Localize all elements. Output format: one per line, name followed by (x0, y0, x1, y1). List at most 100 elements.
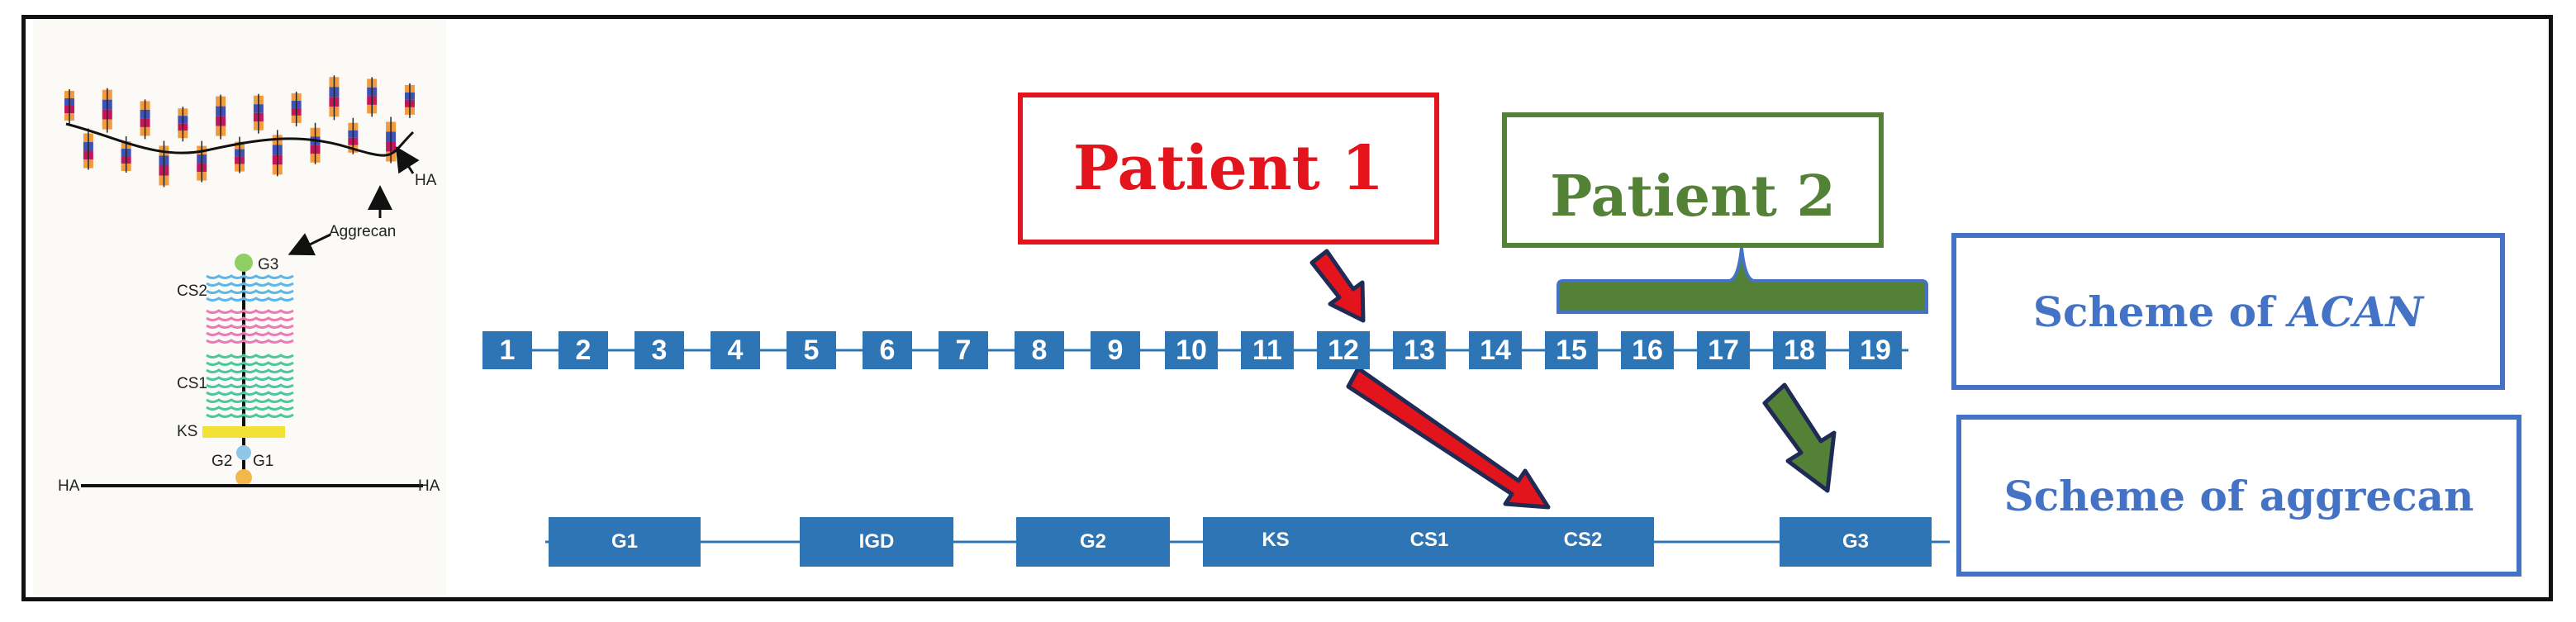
exon-box-18: 18 (1773, 331, 1826, 369)
aggregate-monomer (83, 128, 93, 170)
gag-chain (206, 413, 294, 418)
exon-box-7: 7 (939, 331, 988, 369)
patient2-domain-arrow (1762, 382, 1837, 493)
domain-cs1-label: CS1 (1409, 529, 1449, 551)
ha-left-label: HA (58, 477, 80, 495)
exon-box-11: 11 (1241, 331, 1294, 369)
gag-chain (206, 361, 294, 366)
gag-chain (206, 383, 294, 388)
ha-right-label: HA (418, 477, 440, 495)
exon-box-16: 16 (1621, 331, 1674, 369)
exon-label: 11 (1252, 334, 1282, 366)
ks-label: KS (177, 423, 197, 440)
scheme-aggrecan-label: Scheme of aggrecan (2003, 471, 2474, 520)
exon-label: 10 (1176, 334, 1207, 366)
exon-box-6: 6 (863, 331, 912, 369)
domain-igd: IGD (800, 517, 953, 567)
gag-chain (206, 282, 294, 287)
aggregate-monomer (272, 130, 283, 177)
patient1-exon-arrow (1309, 249, 1366, 323)
domain-g3-label: G3 (1842, 530, 1869, 553)
patient-2-label: Patient 2 (1550, 164, 1836, 230)
exon-label: 6 (879, 334, 896, 366)
gag-chain (206, 324, 294, 329)
aggrecan-aggregate-illustration (64, 75, 415, 188)
exon-box-1: 1 (482, 331, 532, 369)
gag-chain (206, 398, 294, 403)
domain-ks-cs1-cs2 (1203, 517, 1654, 567)
exon-label: 2 (575, 334, 592, 366)
outer-frame (21, 15, 2553, 601)
aggregate-monomer (310, 122, 321, 164)
g2-domain-ball (236, 445, 251, 460)
gag-chain (206, 289, 294, 294)
cs2-label: CS2 (177, 283, 207, 300)
gag-chain (206, 406, 294, 411)
exon-label: 8 (1031, 334, 1048, 366)
exon-box-8: 8 (1015, 331, 1064, 369)
exon-box-4: 4 (711, 331, 760, 369)
exon-label: 5 (803, 334, 820, 366)
aggregate-monomer (329, 75, 340, 121)
patient2-bracket (1557, 247, 1928, 314)
aggregate-monomer (140, 99, 150, 140)
ha-pointer-arrow (395, 145, 420, 174)
exon-label: 4 (727, 334, 744, 366)
domain-g2-label: G2 (1079, 530, 1106, 553)
cs2-chains (206, 274, 294, 344)
exon-label: 3 (651, 334, 668, 366)
exon-box-17: 17 (1697, 331, 1750, 369)
exon-box-13: 13 (1393, 331, 1446, 369)
aggregate-monomer (178, 107, 188, 142)
aggregate-monomer (367, 77, 378, 117)
ha-backbone-curve (65, 122, 415, 157)
scheme-acan-box: Scheme of ACAN (1951, 233, 2505, 390)
exon-label: 17 (1708, 334, 1739, 366)
exon-label: 7 (955, 334, 972, 366)
exon-label: 16 (1632, 334, 1663, 366)
gag-chain (206, 354, 294, 358)
aggrecan-label: Aggrecan (329, 223, 396, 240)
domain-g2: G2 (1016, 517, 1170, 567)
exon-box-14: 14 (1469, 331, 1522, 369)
gag-chain (206, 274, 294, 279)
g3-label: G3 (258, 256, 278, 273)
cs1-label: CS1 (177, 375, 207, 392)
g1-label: G1 (253, 453, 273, 470)
aggregate-monomer (253, 93, 264, 134)
exon-label: 19 (1860, 334, 1891, 366)
domain-cs2-label: CS2 (1563, 529, 1603, 551)
domain-ks-label: KS (1262, 529, 1290, 551)
g1-domain-ball (235, 469, 252, 486)
domain-g3: G3 (1780, 517, 1932, 567)
gag-chain (206, 331, 294, 336)
aggregate-monomer (216, 94, 226, 140)
patient-1-label: Patient 1 (1072, 133, 1385, 204)
exon-box-12: 12 (1317, 331, 1370, 369)
exon-label: 12 (1328, 334, 1359, 366)
g3-domain-ball (235, 254, 253, 272)
exon-label: 18 (1784, 334, 1815, 366)
gag-chain (206, 339, 294, 344)
gag-chain (206, 391, 294, 396)
g2-label: G2 (211, 453, 232, 470)
scheme-acan-gene: ACAN (2288, 287, 2424, 336)
domain-g1-label: G1 (611, 530, 638, 553)
gag-chain (206, 316, 294, 321)
gag-chain (206, 368, 294, 373)
scheme-aggrecan-box: Scheme of aggrecan (1956, 415, 2521, 577)
exon-label: 9 (1107, 334, 1124, 366)
exon-label: 13 (1404, 334, 1435, 366)
aggregate-monomer (197, 140, 207, 183)
exon-box-9: 9 (1091, 331, 1140, 369)
aggregate-monomer (102, 88, 112, 133)
ha-top-label: HA (415, 172, 437, 189)
aggrecan-structure-panel (33, 20, 446, 595)
aggrecan-down-arrow (288, 233, 331, 256)
exon-box-10: 10 (1165, 331, 1218, 369)
aggregate-monomer (405, 83, 415, 118)
gag-chain (206, 309, 294, 314)
patient1-domain-arrow (1346, 366, 1551, 510)
cs1-chains (206, 354, 294, 418)
